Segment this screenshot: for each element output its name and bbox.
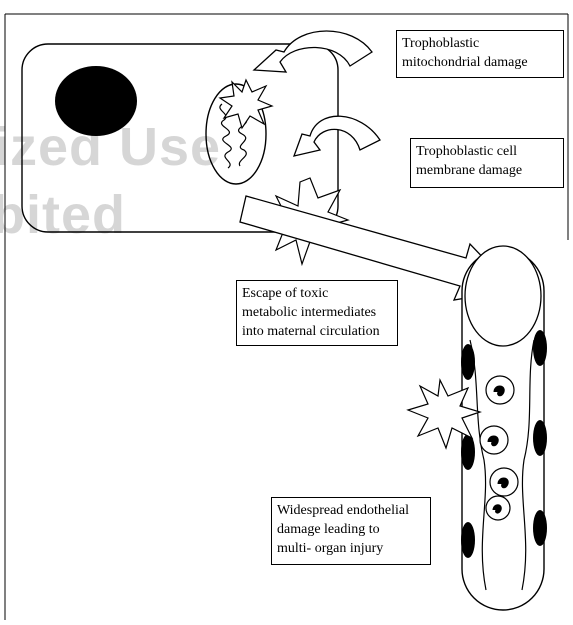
watermark-line-2: bited bbox=[0, 184, 126, 246]
endothelial-nucleus bbox=[533, 420, 547, 456]
membrane-damage-label: Trophoblastic cell membrane damage bbox=[410, 138, 564, 188]
blood-cell bbox=[480, 426, 508, 454]
mitochondrial-damage-label: Trophoblastic mitochondrial damage bbox=[396, 30, 564, 78]
watermark-line-1: ized Use bbox=[0, 116, 221, 178]
endothelial-nucleus bbox=[533, 330, 547, 366]
blood-cell bbox=[486, 496, 510, 520]
endothelial-nucleus bbox=[461, 522, 475, 558]
toxic-escape-label: Escape of toxic metabolic intermediates … bbox=[236, 280, 398, 346]
endothelial-nucleus bbox=[461, 344, 475, 380]
vessel-lumen-opening bbox=[465, 246, 541, 346]
endothelial-damage-label: Widespread endothelial damage leading to… bbox=[271, 497, 431, 565]
blood-cell bbox=[490, 468, 518, 496]
endothelial-nucleus bbox=[461, 434, 475, 470]
blood-cell bbox=[486, 376, 514, 404]
endothelial-nucleus bbox=[533, 510, 547, 546]
